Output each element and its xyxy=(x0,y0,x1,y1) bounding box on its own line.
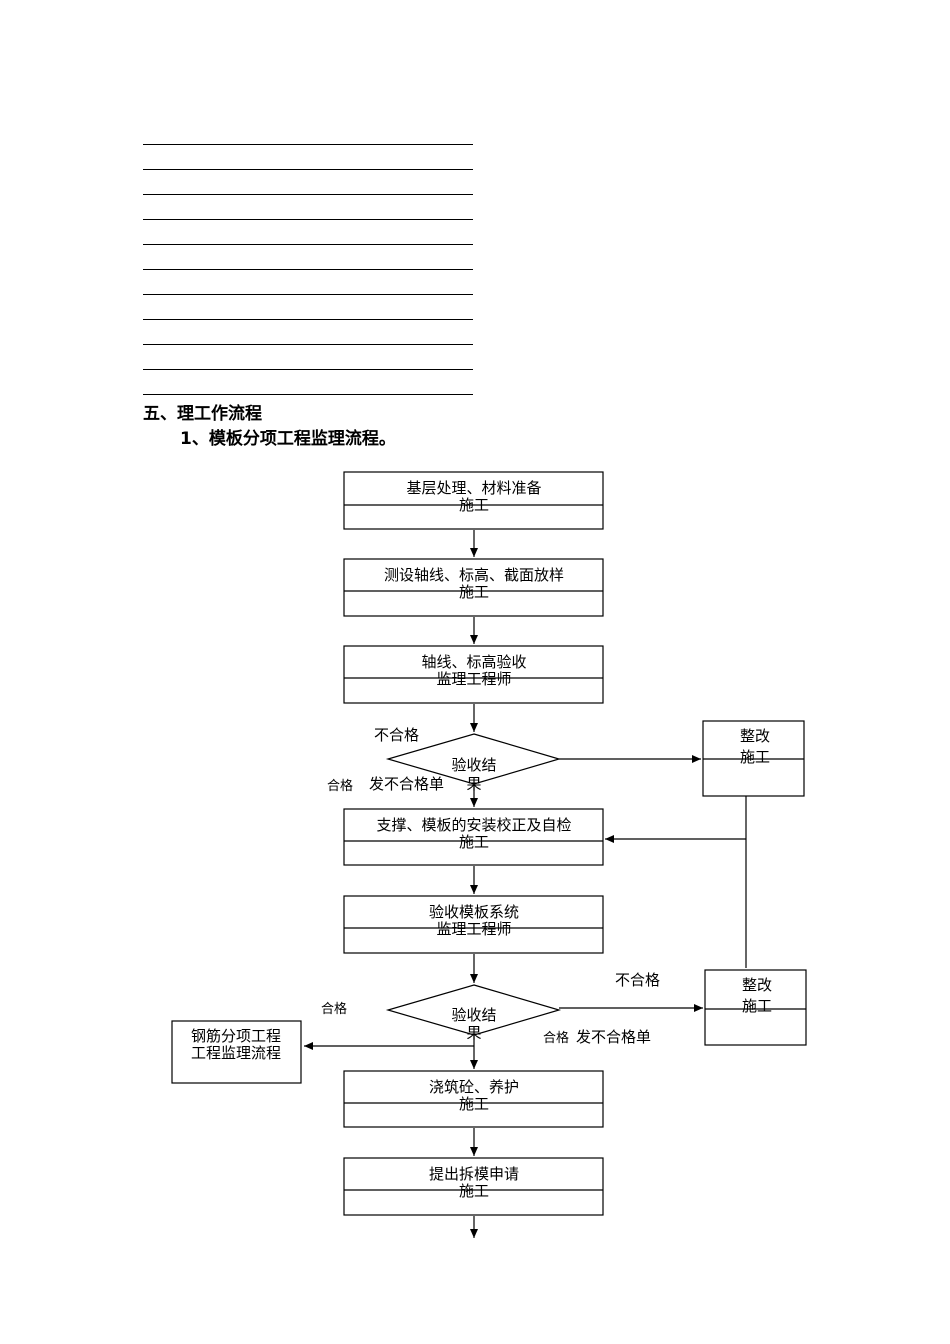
step-title: 基层处理、材料准备 xyxy=(406,479,541,497)
blank-line xyxy=(143,344,473,345)
flow-step-material-prep: 基层处理、材料准备 施工 xyxy=(343,471,604,530)
step-title: 支撑、模板的安装校正及自检 xyxy=(376,816,571,834)
step-title: 浇筑砼、养护 xyxy=(429,1078,519,1096)
step-title: 提出拆模申请 xyxy=(429,1165,519,1183)
blank-line xyxy=(143,244,473,245)
pass-label: 合格 xyxy=(543,1030,569,1046)
blank-line xyxy=(143,269,473,270)
sub-heading: 1、模板分项工程监理流程。 xyxy=(180,429,396,449)
decision-text: 验收结 xyxy=(451,756,496,774)
blank-line xyxy=(143,394,473,395)
blank-line xyxy=(143,194,473,195)
blank-line xyxy=(143,319,473,320)
step-role: 施工 xyxy=(459,1095,489,1113)
step-title: 测设轴线、标高、截面放样 xyxy=(384,566,564,584)
blank-line xyxy=(143,144,473,145)
rebar-text: 钢筋分项工程 xyxy=(191,1027,281,1045)
rectify-box-2: 整改 施工 xyxy=(704,969,807,1046)
rectify-title: 整改 xyxy=(742,976,772,994)
blank-line xyxy=(143,369,473,370)
notice-label: 发不合格单 xyxy=(369,775,444,793)
step-role: 施工 xyxy=(459,1182,489,1200)
flow-step-formwork-removal-request: 提出拆模申请 施工 xyxy=(343,1157,604,1216)
blank-line xyxy=(143,219,473,220)
rectify-role: 施工 xyxy=(740,748,770,766)
flow-step-formwork-inspection: 验收模板系统 监理工程师 xyxy=(343,895,604,954)
rectify-title: 整改 xyxy=(740,727,770,745)
flow-step-layout: 测设轴线、标高、截面放样 施工 xyxy=(343,558,604,617)
step-title: 验收模板系统 xyxy=(429,903,519,921)
pass-label: 合格 xyxy=(327,778,353,794)
blank-line xyxy=(143,294,473,295)
fail-label: 不合格 xyxy=(374,726,419,744)
fail-label: 不合格 xyxy=(615,971,660,989)
flow-step-axis-inspection: 轴线、标高验收 监理工程师 xyxy=(343,645,604,704)
step-role: 施工 xyxy=(459,583,489,601)
notice-label: 发不合格单 xyxy=(576,1028,651,1046)
rebar-process-box: 钢筋分项工程 工程监理流程 xyxy=(171,1020,302,1084)
step-role: 监理工程师 xyxy=(436,670,511,688)
flow-decision-2: 验收结 果 xyxy=(385,984,562,1042)
step-role: 监理工程师 xyxy=(436,920,511,938)
step-role: 施工 xyxy=(459,496,489,514)
flow-step-formwork-install: 支撑、模板的安装校正及自检 施工 xyxy=(343,808,604,866)
blank-line xyxy=(143,169,473,170)
rebar-text: 工程监理流程 xyxy=(191,1044,281,1062)
step-title: 轴线、标高验收 xyxy=(421,653,526,671)
flow-step-concrete-pour: 浇筑砼、养护 施工 xyxy=(343,1070,604,1128)
rectify-box-1: 整改 施工 xyxy=(702,720,805,797)
decision-text: 验收结 xyxy=(451,1006,496,1024)
rectify-role: 施工 xyxy=(742,997,772,1015)
step-role: 施工 xyxy=(459,833,489,851)
pass-label: 合格 xyxy=(321,1001,347,1017)
decision-text: 果 xyxy=(466,1024,481,1042)
section-heading: 五、理工作流程 xyxy=(143,404,262,424)
